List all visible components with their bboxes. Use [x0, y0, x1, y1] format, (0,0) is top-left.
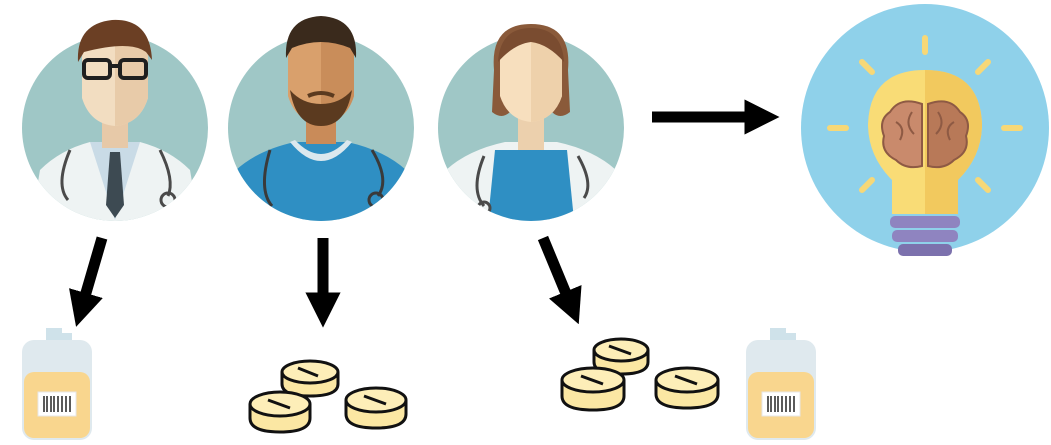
nurse-female-icon [436, 24, 626, 230]
iv-bag-icon [746, 328, 816, 440]
pill [282, 361, 338, 396]
arrow-down-right-icon [543, 238, 572, 308]
pill [346, 388, 406, 428]
pills-icon [250, 361, 406, 432]
pill [562, 368, 624, 410]
iv-bag-icon [22, 328, 92, 440]
pill [656, 368, 718, 408]
nurse-male-icon [226, 16, 416, 230]
arrow-down-left-icon [81, 238, 102, 310]
doctor-male-icon [22, 20, 208, 230]
lightbulb-brain-icon [801, 4, 1049, 256]
pills-icon [562, 339, 718, 410]
pill [250, 392, 310, 432]
